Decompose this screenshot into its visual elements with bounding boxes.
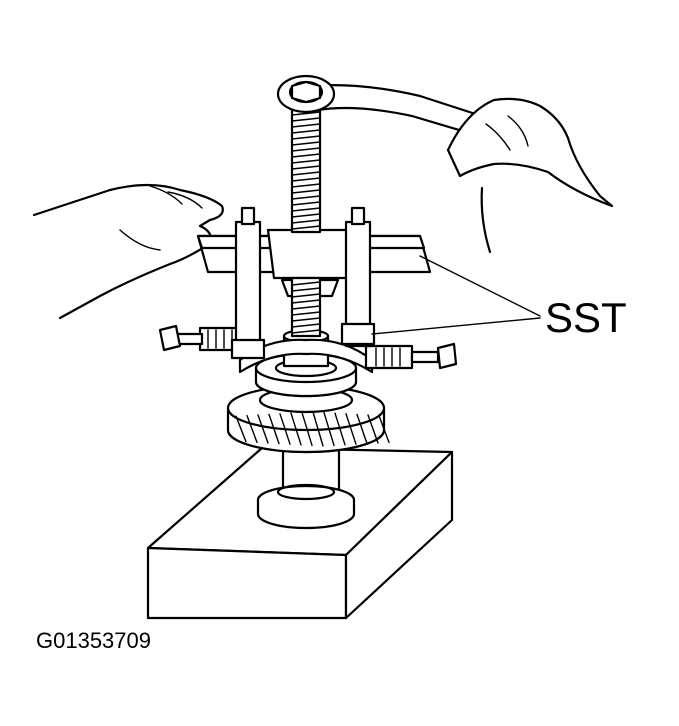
figure-code: G01353709 — [36, 628, 151, 653]
separator-plate — [238, 338, 374, 374]
forcing-screw — [290, 94, 322, 338]
sst-leader-lines — [371, 255, 541, 335]
upper-bearing — [254, 328, 358, 398]
left-hand — [32, 183, 224, 320]
helical-gear — [226, 384, 390, 454]
right-hand — [446, 97, 614, 254]
lower-bearing — [256, 436, 356, 530]
sst-callout-label: SST — [545, 294, 627, 341]
puller-legs — [230, 206, 376, 360]
right-side-screw — [364, 342, 458, 370]
